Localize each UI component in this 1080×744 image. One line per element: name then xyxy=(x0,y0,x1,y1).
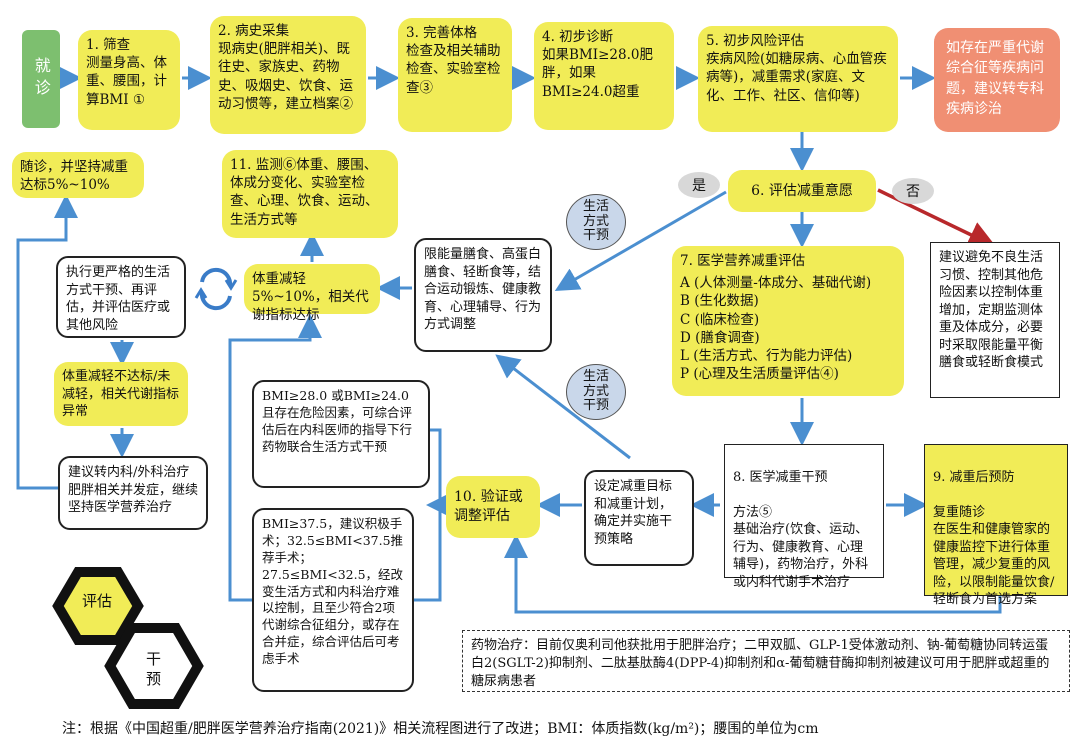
start-label: 就诊 xyxy=(31,57,51,101)
step-7-title: 7. 医学营养减重评估 xyxy=(680,253,806,269)
step-10-verify: 10. 验证或调整评估 xyxy=(446,476,540,538)
yes-label: 是 xyxy=(678,172,720,198)
no-advice-text: 建议避免不良生活习惯、控制其他危险因素以控制体重增加，定期监测体重及体成分，必要… xyxy=(939,250,1044,371)
step-11-text: 11. 监测⑥体重、腰围、体成分变化、实验室检查、心理、饮食、运动、生活方式等 xyxy=(230,157,379,228)
step-5-body: 疾病风险(如糖尿病、心血管疾病等)，减重需求(家庭、文化、工作、社区、信仰等) xyxy=(706,51,887,104)
step-3-exam: 3. 完善体格 检查及相关辅助检查、实验室检查③ xyxy=(398,18,512,132)
arrow-transfer-follow xyxy=(16,194,78,490)
lifestyle-oval-top: 生活方式干预 xyxy=(566,194,626,250)
step-2-title: 2. 病史采集 xyxy=(218,23,290,39)
step-7-line-c: C (临床检查) xyxy=(680,311,760,328)
step-5-risk: 5. 初步风险评估 疾病风险(如糖尿病、心血管疾病等)，减重需求(家庭、文化、工… xyxy=(698,26,898,132)
diet-intervention-box: 限能量膳食、高蛋白膳食、轻断食等，结合运动锻炼、健康教育、心理辅导、行为方式调整 xyxy=(414,238,552,352)
follow-up-text: 随诊，并坚持减重达标5%~10% xyxy=(20,159,128,194)
step-7-line-b: B (生化数据) xyxy=(680,293,759,310)
step-4-title: 4. 初步诊断 xyxy=(542,29,614,45)
step-10-text: 10. 验证或调整评估 xyxy=(454,489,523,524)
step-6-willingness: 6. 评估减重意愿 xyxy=(728,170,876,212)
step-7-nutrition-assessment: 7. 医学营养减重评估 A (人体测量-体成分、基础代谢) B (生化数据) C… xyxy=(672,246,904,396)
step-8-intervention: 8. 医学减重干预 方法⑤ 基础治疗(饮食、运动、行为、健康教育、心理辅导)，药… xyxy=(724,444,884,590)
goals-box: 设定减重目标和减重计划，确定并实施干预策略 xyxy=(584,470,694,566)
stricter-intervention-text: 执行更严格的生活方式干预、再评估，并评估医疗或其他风险 xyxy=(66,265,171,333)
step-2-body: 现病史(肥胖相关)、既往史、家族史、药物史、吸烟史、饮食、运动习惯等，建立档案② xyxy=(218,41,353,112)
step-1-body: 测量身高、体重、腰围，计算BMI ① xyxy=(86,55,167,108)
transfer-box: 建议转内科/外科治疗肥胖相关并发症，继续坚持医学营养治疗 xyxy=(58,456,208,530)
step-1-screening: 1. 筛查 测量身高、体重、腰围，计算BMI ① xyxy=(78,30,180,130)
step-8-title: 8. 医学减重干预 xyxy=(733,469,828,485)
step-9-title: 9. 减重后预防 xyxy=(933,469,1015,485)
target-not-met-box: 体重减轻不达标/未减轻，相关代谢指标异常 xyxy=(54,362,188,426)
referral-text: 如存在严重代谢综合征等疾病问题，建议转专科疾病诊治 xyxy=(946,40,1044,117)
hexagon-intervention xyxy=(104,623,204,709)
step-7-line-d: D (膳食调查) xyxy=(680,329,760,346)
step-8-body: 方法⑤ 基础治疗(饮食、运动、行为、健康教育、心理辅导)，药物治疗，外科或内科代… xyxy=(733,504,869,590)
step-6-label: 6. 评估减重意愿 xyxy=(751,182,853,199)
arrow-goals-diet xyxy=(495,354,631,460)
lifestyle-oval-bottom: 生活方式干预 xyxy=(566,364,626,420)
bmi-surgery-box: BMI≥37.5，建议积极手术；32.5≤BMI<37.5推荐手术；27.5≤B… xyxy=(252,508,414,692)
legend-intervention-label: 干预 xyxy=(146,650,162,688)
target-met-box: 体重减轻5%~10%，相关代谢指标达标 xyxy=(244,264,380,323)
diet-intervention-text: 限能量膳食、高蛋白膳食、轻断食等，结合运动锻炼、健康教育、心理辅导、行为方式调整 xyxy=(424,247,542,333)
step-7-line-p: P (心理及生活质量评估④) xyxy=(680,366,839,383)
step-7-line-a: A (人体测量-体成分、基础代谢) xyxy=(680,275,872,292)
footnote: 注：根据《中国超重/肥胖医学营养治疗指南(2021)》相关流程图进行了改进；BM… xyxy=(62,721,819,737)
cycle-icon xyxy=(194,267,238,311)
drug-therapy-note: 药物治疗：目前仅奥利司他获批用于肥胖治疗；二甲双胍、GLP-1受体激动剂、钠-葡… xyxy=(462,630,1070,692)
step-2-history: 2. 病史采集 现病史(肥胖相关)、既往史、家族史、药物史、吸烟史、饮食、运动习… xyxy=(210,16,366,134)
step-5-title: 5. 初步风险评估 xyxy=(706,33,805,49)
step-7-line-l: L (生活方式、行为能力评估) xyxy=(680,348,853,365)
step-4-body: 如果BMI≥28.0肥胖，如果BMI≥24.0超重 xyxy=(542,47,653,100)
target-not-met-text: 体重减轻不达标/未减轻，相关代谢指标异常 xyxy=(62,369,180,420)
lifestyle-oval-top-text: 生活方式干预 xyxy=(582,198,609,244)
bmi-drug-text: BMI≥28.0 或BMI≥24.0且存在危险因素，可综合评估后在内科医师的指导… xyxy=(262,388,413,454)
no-label: 否 xyxy=(892,178,934,204)
transfer-text: 建议转内科/外科治疗肥胖相关并发症，继续坚持医学营养治疗 xyxy=(68,465,199,516)
hexagon-evaluation xyxy=(52,567,144,645)
goals-text: 设定减重目标和减重计划，确定并实施干预策略 xyxy=(594,479,673,547)
legend-evaluation-label: 评估 xyxy=(82,592,113,610)
drug-therapy-text: 药物治疗：目前仅奥利司他获批用于肥胖治疗；二甲双胍、GLP-1受体激动剂、钠-葡… xyxy=(471,638,1050,690)
stricter-intervention-box: 执行更严格的生活方式干预、再评估，并评估医疗或其他风险 xyxy=(56,256,186,338)
no-advice-box: 建议避免不良生活习惯、控制其他危险因素以控制体重增加，定期监测体重及体成分，必要… xyxy=(930,242,1060,398)
step-11-monitoring: 11. 监测⑥体重、腰围、体成分变化、实验室检查、心理、饮食、运动、生活方式等 xyxy=(222,150,398,238)
target-met-text: 体重减轻5%~10%，相关代谢指标达标 xyxy=(252,271,369,324)
step-1-title: 1. 筛查 xyxy=(86,37,131,53)
follow-up-box: 随诊，并坚持减重达标5%~10% xyxy=(12,152,144,198)
step-9-prevention: 9. 减重后预防 复重随诊 在医生和健康管家的健康监控下进行体重管理，减少复重的… xyxy=(924,444,1068,607)
start-box: 就诊 xyxy=(22,30,60,128)
step-3-body: 检查及相关辅助检查、实验室检查③ xyxy=(406,43,501,96)
referral-box: 如存在严重代谢综合征等疾病问题，建议转专科疾病诊治 xyxy=(934,28,1060,132)
arrow-bmi-target xyxy=(228,314,442,602)
step-3-title: 3. 完善体格 xyxy=(406,25,478,41)
step-9-body: 复重随诊 在医生和健康管家的健康监控下进行体重管理，减少复重的风险，以限制能量饮… xyxy=(933,504,1055,608)
lifestyle-oval-bottom-text: 生活方式干预 xyxy=(582,368,609,414)
step-4-diagnosis: 4. 初步诊断 如果BMI≥28.0肥胖，如果BMI≥24.0超重 xyxy=(534,22,674,130)
bmi-drug-box: BMI≥28.0 或BMI≥24.0且存在危险因素，可综合评估后在内科医师的指导… xyxy=(252,380,430,488)
bmi-surgery-text: BMI≥37.5，建议积极手术；32.5≤BMI<37.5推荐手术；27.5≤B… xyxy=(262,516,404,666)
arrow-s6-diet xyxy=(554,190,727,292)
